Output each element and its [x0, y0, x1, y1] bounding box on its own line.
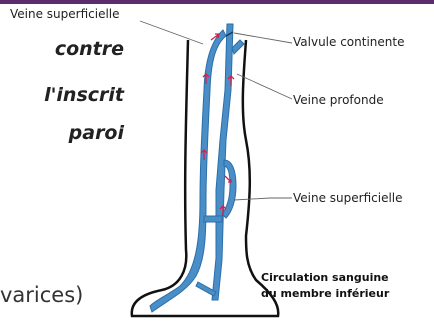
perforator-vein-upper — [232, 40, 244, 54]
label-veine-profonde: Veine profonde — [293, 93, 384, 107]
caption-line-1: Circulation sanguine — [261, 270, 389, 286]
label-veine-superficielle-right: Veine superficielle — [293, 191, 403, 205]
diagram-caption: Circulation sanguine du membre inférieur — [261, 270, 389, 302]
label-veine-superficielle-top: Veine superficielle — [8, 7, 122, 21]
perforator-vein-lower — [204, 216, 222, 222]
label-valvule-continente: Valvule continente — [293, 35, 404, 49]
caption-line-2: du membre inférieur — [261, 286, 389, 302]
